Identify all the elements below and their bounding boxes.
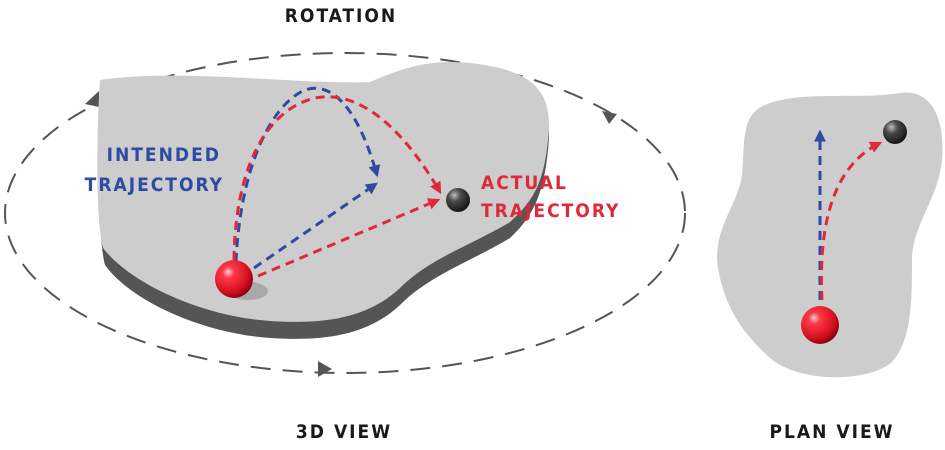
- rotation-arrow-icon: [85, 91, 99, 107]
- rotation-arrow-icon: [602, 111, 617, 124]
- plan-view-label: PLAN VIEW: [769, 421, 894, 443]
- actual-trajectory-line: [257, 198, 441, 278]
- start-ball: [215, 260, 253, 298]
- actual-trajectory-arc: [232, 95, 442, 261]
- intended-trajectory-line: [253, 182, 378, 270]
- intended-trajectory-arc: [234, 86, 381, 263]
- rotation-label: ROTATION: [285, 5, 397, 27]
- intended-label-line1: INTENDED: [107, 144, 221, 166]
- rotation-arrow-icon: [318, 361, 332, 377]
- platform-surface: [97, 62, 549, 322]
- plan-surface: [717, 92, 943, 378]
- target-ball: [446, 188, 470, 212]
- plan-target-ball: [883, 120, 907, 144]
- view-3d-label: 3D VIEW: [296, 421, 392, 443]
- intended-label-line2: TRAJECTORY: [85, 174, 224, 196]
- rotation-path: [4, 52, 686, 374]
- actual-label-line1: ACTUAL: [481, 172, 568, 194]
- plan-start-ball: [801, 306, 839, 344]
- actual-label-line2: TRAJECTORY: [481, 200, 620, 222]
